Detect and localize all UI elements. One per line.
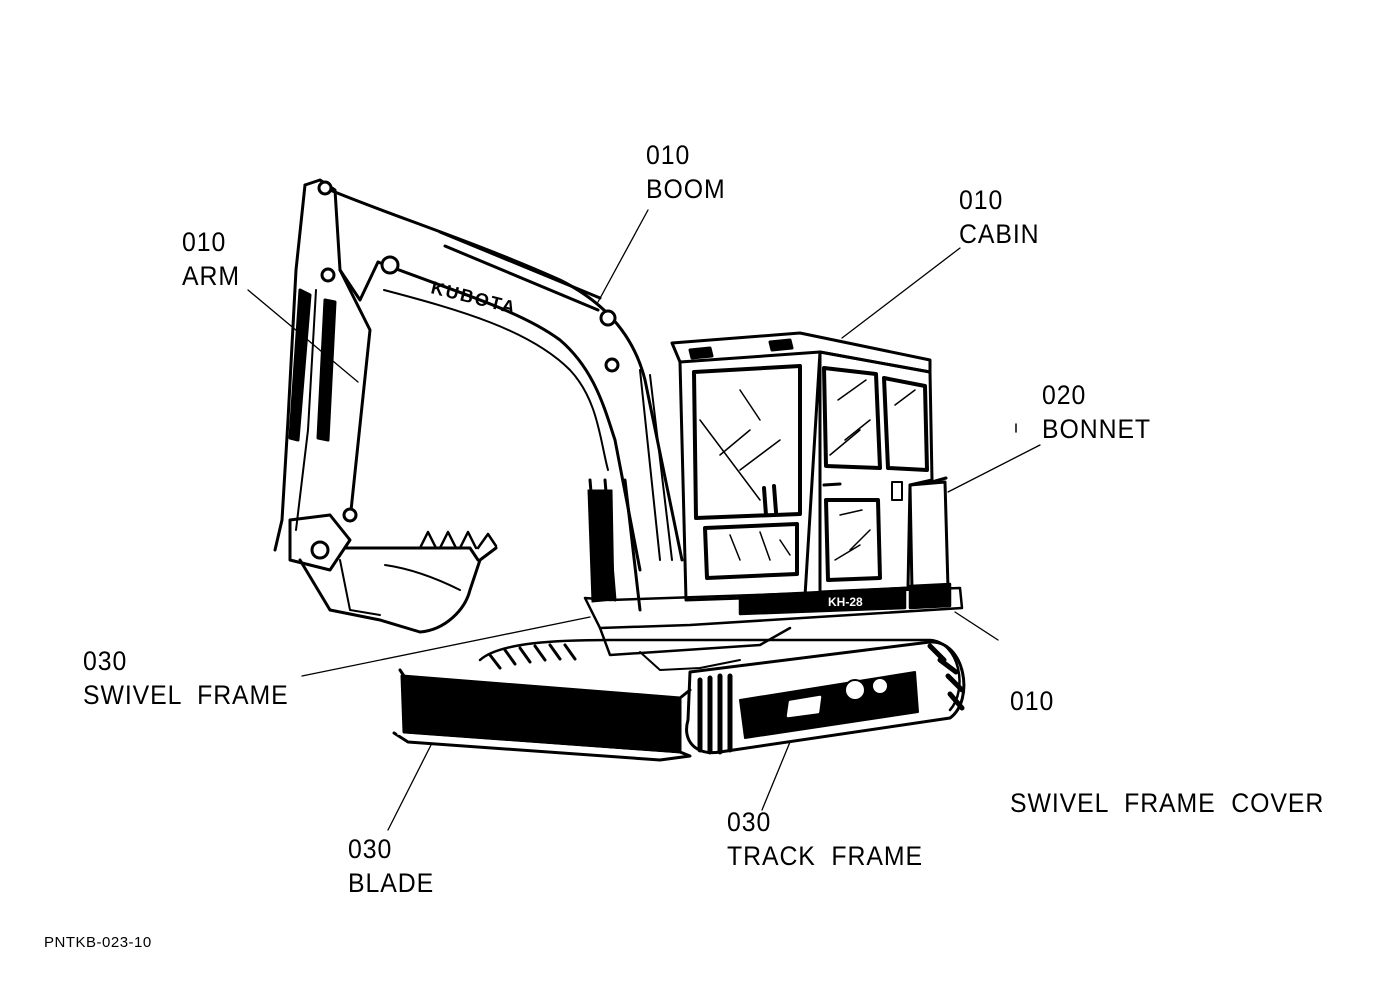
bonnet-body (908, 476, 950, 592)
callout-boom-code: 010 (646, 140, 691, 170)
cabin-body (670, 331, 934, 602)
callout-swivel-frame-code: 030 (83, 646, 128, 676)
leader-cabin (841, 247, 961, 339)
callout-arm: 010 ARM (182, 225, 240, 293)
leader-boom (597, 209, 649, 303)
callout-blade-code: 030 (348, 834, 393, 864)
callout-swivel-frame-name: SWIVEL FRAME (83, 680, 289, 710)
callout-swivel-frame-cover-code: 010 (1010, 686, 1055, 716)
callout-arm-name: ARM (182, 261, 240, 291)
leader-swivel-frame-cover (954, 611, 999, 641)
callout-swivel-frame-cover-name: SWIVEL FRAME COVER (1010, 788, 1325, 818)
callout-blade: 030 BLADE (348, 832, 434, 900)
callout-blade-name: BLADE (348, 868, 435, 898)
leader-bonnet (947, 444, 1041, 493)
callout-bonnet-code: 020 (1042, 380, 1087, 410)
leader-blade (387, 742, 433, 831)
callout-track-frame-code: 030 (727, 807, 772, 837)
leader-lines (247, 209, 1041, 831)
leader-track-frame (761, 741, 791, 811)
leader-swivel-frame (301, 616, 591, 677)
track-pads (697, 643, 965, 755)
callout-bonnet-name: BONNET (1042, 414, 1152, 444)
callout-cabin: 010 CABIN (959, 183, 1040, 251)
callout-cabin-name: CABIN (959, 219, 1040, 249)
leader-arm (247, 289, 359, 383)
drawing-code: PNTKB-023-10 (44, 934, 152, 951)
callout-track-frame: 030 TRACK FRAME (727, 805, 923, 873)
callout-boom: 010 BOOM (646, 138, 726, 206)
bucket-body (298, 530, 498, 634)
callout-swivel-frame-cover: 010 SWIVEL FRAME COVER (1010, 616, 1324, 854)
callout-swivel-frame: 030 SWIVEL FRAME (83, 644, 289, 712)
arm-body (273, 178, 400, 572)
boom-brand-text: KUBOTA (429, 277, 519, 318)
model-plate-text: KH-28 (828, 595, 863, 609)
callout-arm-code: 010 (182, 227, 227, 257)
callout-bonnet: 020 BONNET (1042, 378, 1151, 446)
callout-cabin-code: 010 (959, 185, 1004, 215)
blade-body (392, 668, 692, 762)
track-assembly (478, 638, 966, 755)
callout-track-frame-name: TRACK FRAME (727, 841, 923, 871)
callout-boom-name: BOOM (646, 174, 726, 204)
